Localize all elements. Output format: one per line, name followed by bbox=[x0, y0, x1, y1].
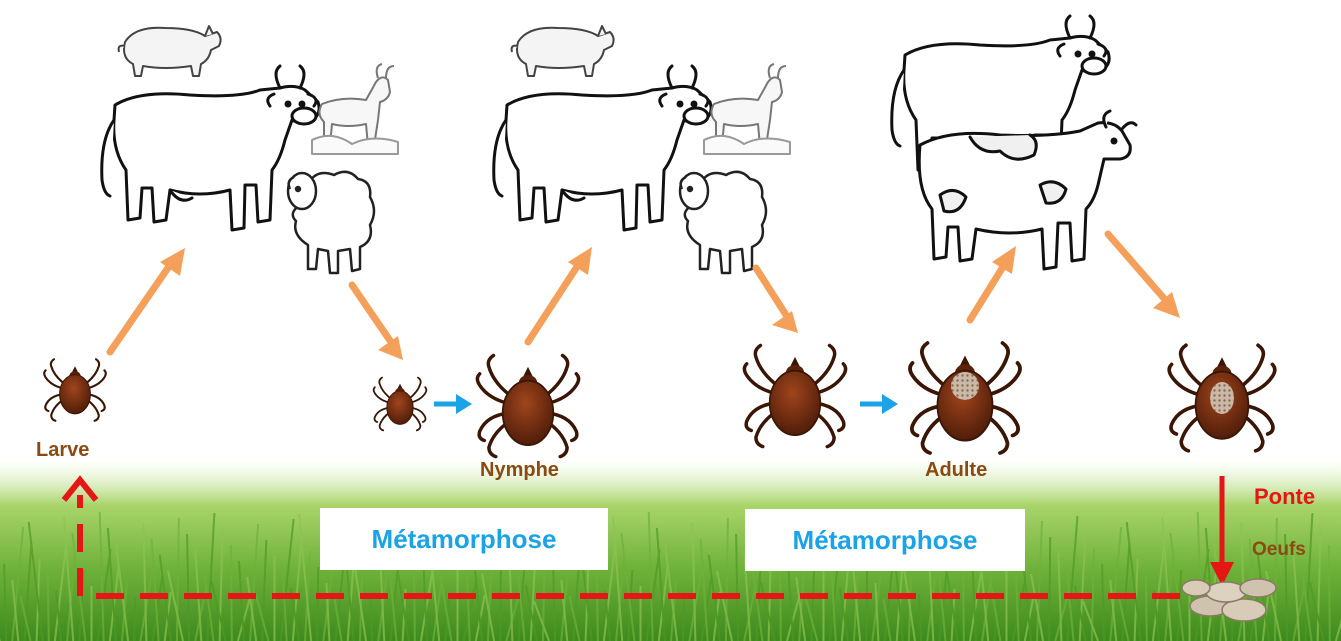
host-group-larva bbox=[102, 26, 398, 273]
stage-label-larva: Larve bbox=[36, 439, 89, 462]
grass-blade bbox=[317, 567, 318, 641]
tick-icon bbox=[1169, 345, 1275, 451]
cow-icon bbox=[102, 66, 319, 230]
grass-blade bbox=[866, 567, 867, 641]
grass-blade bbox=[683, 597, 684, 641]
goat-icon bbox=[312, 64, 398, 154]
stage-label-eggs: Oeufs bbox=[1252, 539, 1306, 561]
tick-icon bbox=[910, 343, 1020, 453]
grass-blade bbox=[1146, 575, 1147, 641]
host-group-nymph bbox=[494, 26, 790, 273]
stage-label-laying: Ponte bbox=[1254, 484, 1315, 510]
tick-icon bbox=[477, 355, 578, 456]
sheep-icon bbox=[288, 172, 374, 273]
stage-label-adult: Adulte bbox=[925, 459, 987, 482]
ticks bbox=[44, 343, 1275, 457]
grass-blade bbox=[597, 575, 598, 641]
grass-background bbox=[0, 460, 1341, 641]
pig-icon bbox=[512, 26, 614, 76]
sheep-icon bbox=[680, 172, 766, 273]
host-arrows bbox=[110, 234, 1180, 360]
host-group-adult bbox=[892, 16, 1136, 269]
cow-icon bbox=[494, 66, 711, 230]
grass-blade bbox=[1049, 537, 1050, 641]
metamorphosis-label-2: Métamorphose bbox=[745, 509, 1025, 571]
tick-icon bbox=[374, 378, 427, 431]
pig-icon bbox=[119, 26, 221, 76]
spotted-cow-icon bbox=[919, 111, 1136, 269]
grass-blade bbox=[134, 597, 135, 641]
metamorphosis-label-1: Métamorphose bbox=[320, 508, 608, 570]
tick-icon bbox=[44, 359, 106, 421]
grass-blade bbox=[1329, 545, 1330, 641]
stage-label-nymph: Nymphe bbox=[480, 459, 559, 482]
tick-icon bbox=[744, 345, 845, 446]
grass-blade bbox=[48, 575, 49, 641]
goat-icon bbox=[704, 64, 790, 154]
